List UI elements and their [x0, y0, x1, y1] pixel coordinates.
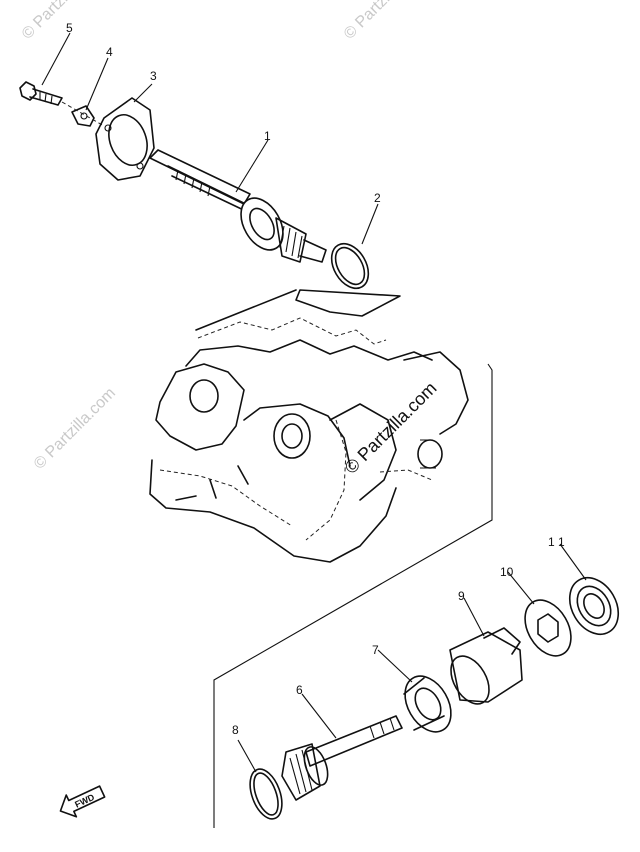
watermark-top-right: © Partzilla.com: [341, 0, 429, 43]
fwd-arrow: FWD: [59, 785, 106, 818]
part-5-bolt: [19, 81, 63, 106]
callout-8: 8: [232, 723, 239, 737]
callout-3: 3: [150, 69, 157, 83]
crankcase-housing: [149, 289, 469, 563]
leader-2: [361, 203, 379, 245]
leader-7: [377, 649, 413, 683]
callout-7: 7: [372, 643, 379, 657]
part-3-gasket: [95, 97, 155, 181]
callout-10: 10: [500, 565, 514, 579]
part-1-shaft: [149, 149, 327, 263]
part-11-seal: [568, 576, 620, 636]
callout-6: 6: [296, 683, 303, 697]
leader-8: [237, 739, 257, 773]
part-9-housing: [449, 627, 523, 705]
leader-1: [235, 139, 269, 193]
part-6-shaft: [281, 715, 403, 801]
leader-6: [301, 693, 337, 739]
leader-10: [507, 571, 535, 605]
leader-11: [559, 543, 587, 581]
callout-11: 1 1: [548, 535, 565, 549]
callout-9: 9: [458, 589, 465, 603]
part-7-bearing: [403, 675, 452, 733]
part-4-clip: [71, 105, 95, 127]
leader-4: [85, 57, 109, 111]
callout-2: 2: [374, 191, 381, 205]
callout-1: 1: [264, 129, 271, 143]
watermark-left-mid: © Partzilla.com: [31, 385, 119, 473]
leader-5: [41, 32, 71, 86]
callout-4: 4: [106, 45, 113, 59]
part-8-oring: [249, 768, 283, 820]
leader-9: [463, 597, 485, 637]
leader-3: [133, 83, 153, 103]
watermark-top-left: © Partzilla.com: [19, 0, 107, 43]
axis-line-top: [61, 101, 105, 127]
callout-5: 5: [66, 21, 73, 35]
part-2-oring: [330, 242, 370, 290]
frame-outline: [213, 363, 493, 828]
